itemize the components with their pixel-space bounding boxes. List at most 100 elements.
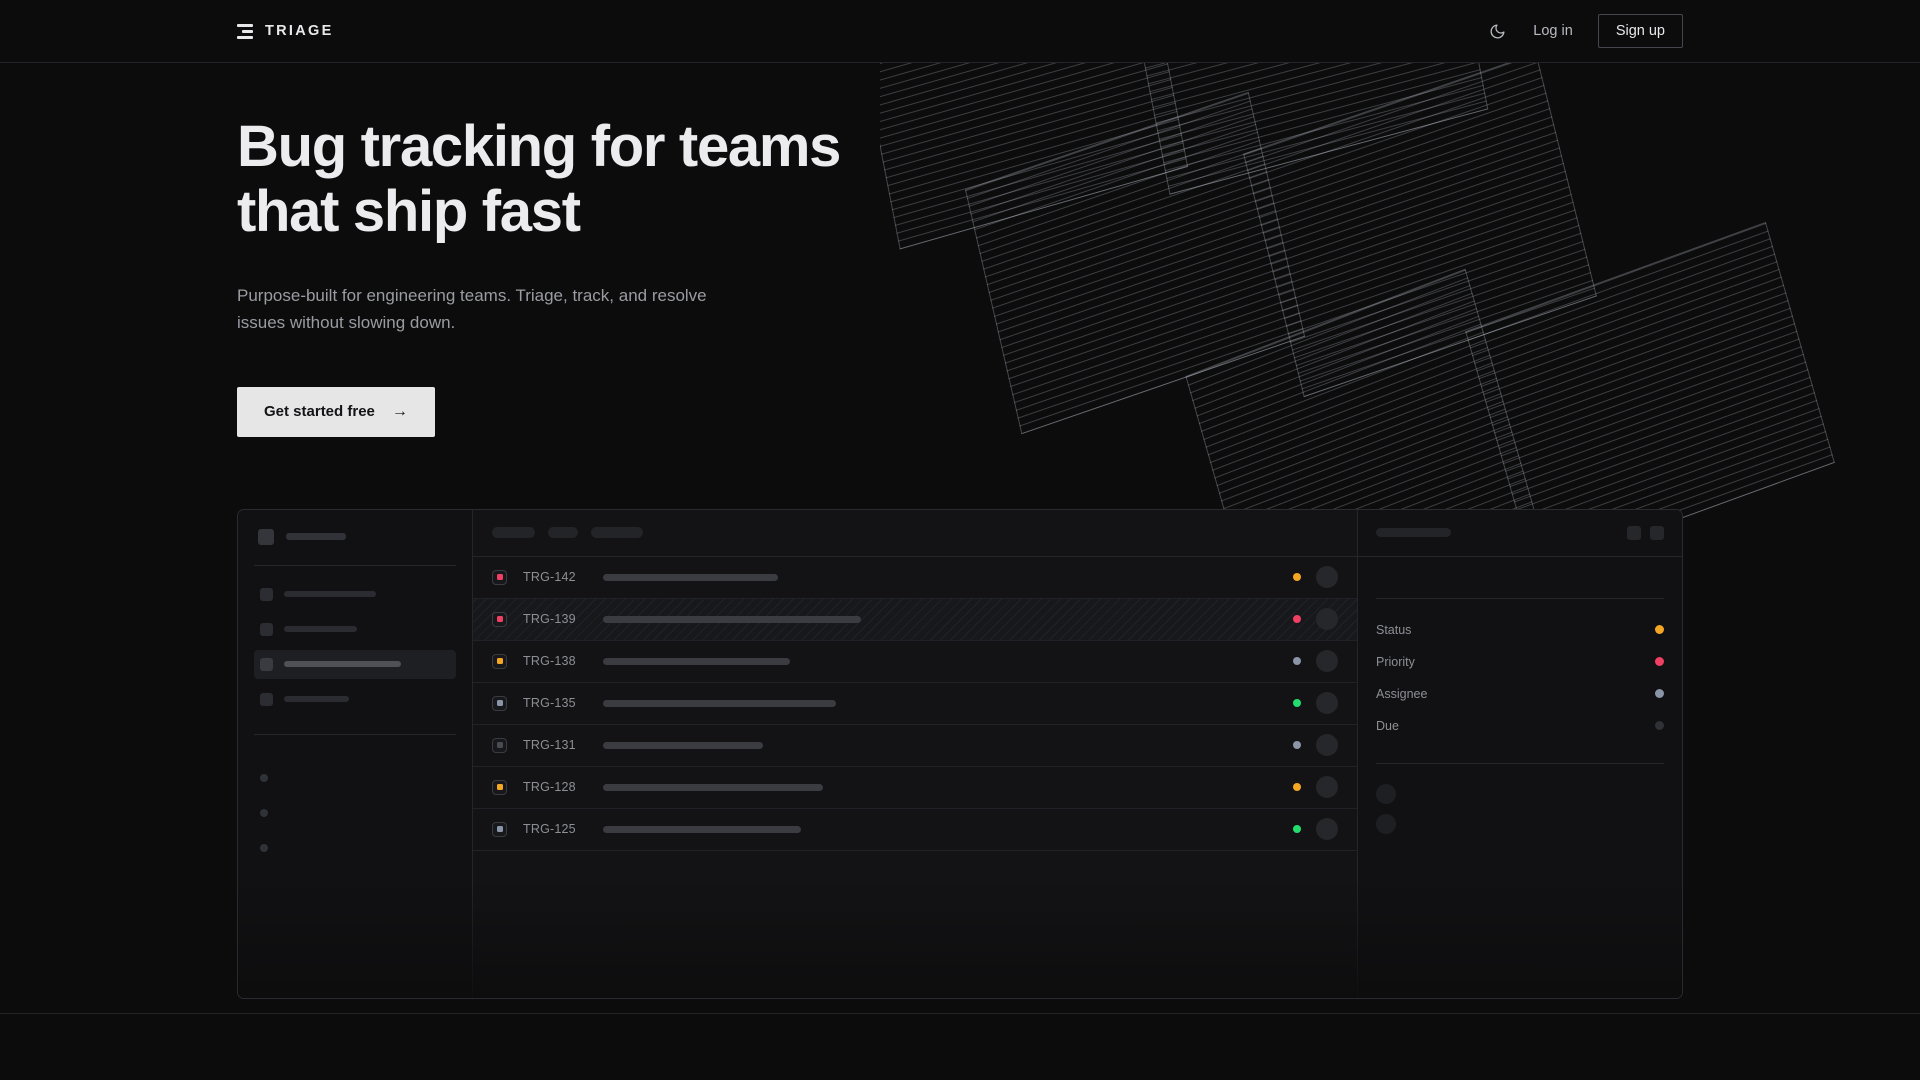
issue-list-toolbar [473,510,1357,557]
issue-title-skeleton [603,573,778,581]
property-label: Status [1376,622,1412,637]
sidebar-nav-item-1[interactable] [254,615,456,644]
sidebar-nav-item-2[interactable] [254,649,456,679]
table-row[interactable]: TRG-125 [473,809,1357,851]
page-title: Bug tracking for teams that ship fast [237,114,957,245]
detail-property-assignee[interactable]: Assignee [1376,678,1664,710]
moon-icon[interactable] [1486,20,1508,42]
sidebar-nav-icon [260,622,273,636]
status-badge [1293,615,1301,624]
detail-property-priority[interactable]: Priority [1376,646,1664,678]
signup-button[interactable]: Sign up [1597,14,1683,48]
detail-property-status[interactable]: Status [1376,614,1664,646]
issue-row-meta [1293,566,1338,589]
issue-title-skeleton [603,615,861,623]
detail-breadcrumb-skeleton [1376,528,1451,538]
sidebar-nav-label-skeleton [284,661,401,668]
detail-header-actions [1627,525,1664,540]
sidebar-project-item-2[interactable] [254,837,456,859]
avatar [1316,818,1338,841]
hero-subtitle: Purpose-built for engineering teams. Tri… [237,285,707,333]
detail-panel-header [1358,510,1682,557]
arrow-right-icon: → [391,402,408,420]
detail-property-due[interactable]: Due [1376,710,1664,742]
priority-icon [492,779,507,795]
toolbar-filter-pill-2[interactable] [591,527,643,539]
workspace-name-skeleton [286,533,346,541]
priority-icon [492,611,507,627]
property-value-dot [1655,721,1664,731]
brand-logo[interactable]: TRIAGE [237,23,334,39]
issue-title-skeleton [603,741,763,749]
mock-sidebar [238,509,473,998]
sidebar-nav-item-0[interactable] [254,580,456,609]
table-row[interactable]: TRG-131 [473,725,1357,767]
property-label: Priority [1376,654,1415,669]
property-value-dot [1655,625,1664,635]
issue-key: TRG-139 [523,612,576,627]
issue-title-skeleton [603,699,836,707]
sidebar-divider-top [254,564,456,566]
priority-icon [492,737,507,753]
avatar [1316,650,1338,673]
issue-row-meta [1293,650,1338,673]
table-row[interactable]: TRG-128 [473,767,1357,809]
avatar [1316,692,1338,715]
avatar [1376,813,1396,834]
triage-bars-icon [237,23,253,39]
sidebar-project-item-1[interactable] [254,802,456,824]
detail-action-1-button[interactable] [1627,525,1641,540]
project-dot-icon [260,808,268,817]
detail-divider [1376,597,1664,599]
sidebar-nav-item-3[interactable] [254,685,456,714]
property-label: Due [1376,718,1399,733]
brand-name: TRIAGE [265,23,334,39]
hero-heading-line-2: that ship fast [237,178,581,244]
page-section-divider [0,1013,1920,1014]
status-badge [1293,741,1301,750]
sidebar-nav-label-skeleton [284,591,376,598]
workspace-switcher[interactable] [254,527,456,545]
sidebar-nav-icon [260,657,273,671]
issue-row-meta [1293,692,1338,715]
avatar [1316,776,1338,799]
project-dot-icon [260,773,268,782]
table-row[interactable]: TRG-142 [473,557,1357,599]
issue-key: TRG-125 [523,822,576,837]
workspace-square-icon [258,528,274,545]
priority-icon [492,653,507,669]
site-header: TRIAGE Log in Sign up [0,0,1920,63]
cta-label: Get started free [264,403,375,421]
hero-section: Bug tracking for teams that ship fast Pu… [0,63,1920,437]
property-value-dot [1655,689,1664,699]
avatar [1316,566,1338,589]
property-label: Assignee [1376,686,1428,701]
get-started-button[interactable]: Get started free → [237,386,435,437]
issue-title-skeleton [603,825,801,833]
table-row[interactable]: TRG-138 [473,641,1357,683]
sidebar-nav-icon [260,587,273,601]
activity-item-1 [1376,809,1664,839]
issue-row-meta [1293,818,1338,841]
issue-key: TRG-131 [523,738,576,753]
toolbar-filter-pill-0[interactable] [492,527,535,539]
login-link[interactable]: Log in [1533,23,1573,39]
priority-icon [492,569,507,585]
header-nav: Log in Sign up [1486,14,1683,48]
table-row[interactable]: TRG-135 [473,683,1357,725]
property-value-dot [1655,657,1664,667]
table-row[interactable]: TRG-139 [473,598,1357,641]
status-badge [1293,783,1301,792]
detail-activity-divider [1376,762,1664,764]
detail-action-2-button[interactable] [1650,525,1664,540]
project-dot-icon [260,843,268,852]
toolbar-filter-pill-1[interactable] [548,527,578,539]
issue-title-skeleton [603,783,823,791]
sidebar-project-item-0[interactable] [254,767,456,789]
activity-item-0 [1376,779,1664,809]
avatar [1316,734,1338,757]
issue-row-meta [1293,608,1338,631]
priority-icon [492,695,507,711]
